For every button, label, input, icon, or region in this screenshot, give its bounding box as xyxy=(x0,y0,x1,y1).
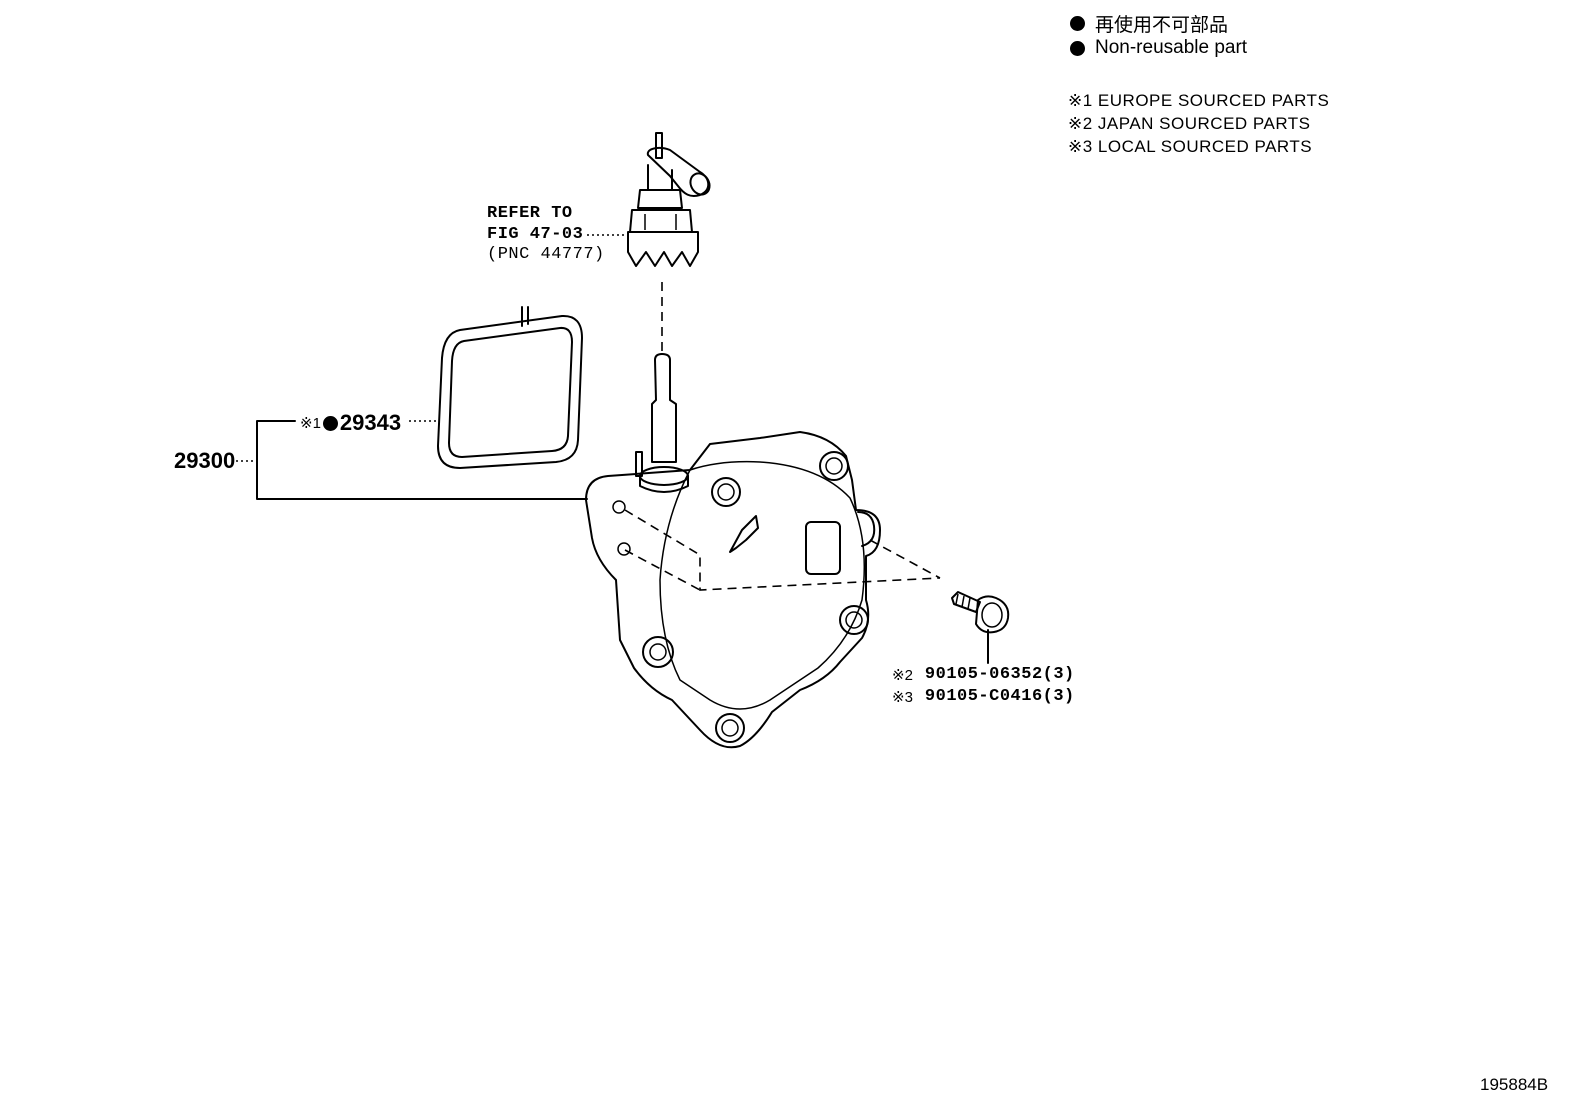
bolt-callout-1: ※2 90105-06352(3) xyxy=(892,665,1075,684)
note-local: ※3 LOCAL SOURCED PARTS xyxy=(1068,137,1313,156)
non-reusable-dot-icon xyxy=(1070,40,1085,56)
legend-non-reusable-jp: 再使用不可部品 xyxy=(1070,10,1228,37)
bolt-callout-2: ※3 90105-C0416(3) xyxy=(892,687,1075,706)
part-number-assembly: 29300 xyxy=(174,448,236,473)
gasket-source-mark: ※1 xyxy=(300,415,321,432)
note-japan: ※2 JAPAN SOURCED PARTS xyxy=(1068,114,1311,133)
vent-connector-drawing xyxy=(627,132,711,267)
bolt-drawing xyxy=(951,591,1010,634)
part-number-gasket: 29343 xyxy=(339,410,402,435)
part-number-bolt-2: 90105-C0416(3) xyxy=(924,687,1075,706)
legend-jp-text: 再使用不可部品 xyxy=(1095,15,1229,36)
note-europe: ※1 EUROPE SOURCED PARTS xyxy=(1068,91,1330,110)
refer-line-2: FIG 47-03 xyxy=(487,225,584,244)
bolt-source-mark-1: ※2 xyxy=(892,666,913,684)
leader-lines xyxy=(236,234,989,664)
figure-id: 195884B xyxy=(1480,1075,1549,1094)
part-number-bolt-1: 90105-06352(3) xyxy=(924,665,1075,684)
legend-en-text: Non-reusable part xyxy=(1095,37,1248,58)
refer-line-1: REFER TO xyxy=(487,204,573,223)
gasket-callout: ※1 29343 xyxy=(300,410,401,436)
refer-line-3: (PNC 44777) xyxy=(487,245,605,264)
legend-non-reusable-en: Non-reusable part xyxy=(1070,37,1247,59)
non-reusable-dot-icon xyxy=(1070,16,1085,31)
alignment-dash-bolt xyxy=(624,509,941,591)
bolt-source-mark-2: ※3 xyxy=(892,688,913,706)
vacuum-pump-drawing xyxy=(585,353,881,749)
non-reusable-dot-icon xyxy=(322,415,338,431)
gasket-drawing xyxy=(437,306,583,469)
